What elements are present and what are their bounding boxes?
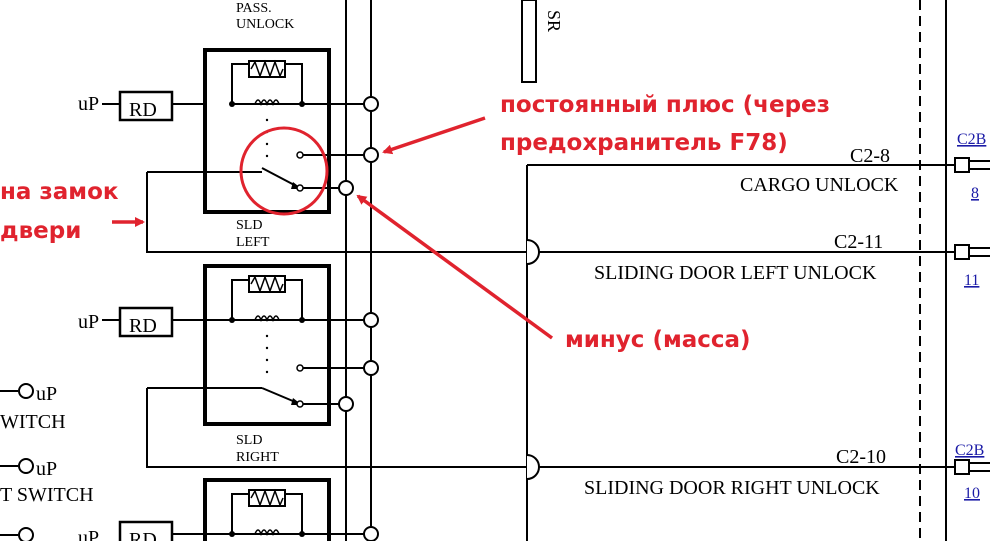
annotation-minus: минус (масса) <box>565 327 751 353</box>
relay-sld-left: PASS. UNLOCK SLD LEFT uP RD <box>78 1 527 253</box>
relay-left-up-label: uP <box>78 93 99 115</box>
circuit-sliding-left: C2-11 SLIDING DOOR LEFT UNLOCK <box>526 231 990 284</box>
bus-lines <box>345 0 947 541</box>
pin-11-link[interactable]: 11 <box>964 272 979 289</box>
circuit-right-name: SLIDING DOOR RIGHT UNLOCK <box>584 477 880 499</box>
sr-label: SR <box>544 10 564 32</box>
switch1-up-label: uP <box>36 383 57 405</box>
circuit-sliding-right: C2-10 SLIDING DOOR RIGHT UNLOCK <box>526 446 990 499</box>
relay-left-label-1: SLD <box>236 218 262 233</box>
circuit-cargo-code: C2-8 <box>850 145 890 167</box>
circuit-right-code: C2-10 <box>836 446 886 468</box>
pin-8-link[interactable]: 8 <box>971 185 979 202</box>
sr-connector: SR <box>521 0 564 83</box>
relay-right-up-label: uP <box>78 311 99 333</box>
relay-right-label-2: RIGHT <box>236 450 279 465</box>
arrow-minus <box>356 194 554 340</box>
circuit-left-name: SLIDING DOOR LEFT UNLOCK <box>594 262 877 284</box>
annotation-plus-line2: предохранитель F78) <box>500 130 788 156</box>
relay-bottom-rd-label: RD <box>129 529 157 541</box>
connector-c2b-link-1[interactable]: C2B <box>957 131 986 148</box>
relay-pass-label-1: PASS. <box>236 1 272 16</box>
switch2-up-label: uP <box>36 458 57 480</box>
circuit-cargo-unlock: C2-8 CARGO UNLOCK <box>527 145 990 196</box>
relay-left-rd-label: RD <box>129 99 157 121</box>
annotation-lock-line2: двери <box>0 218 81 244</box>
switch1-label: WITCH <box>0 411 66 433</box>
relay-left-label-2: LEFT <box>236 235 270 250</box>
pin-10-link[interactable]: 10 <box>964 485 980 502</box>
relay-right-rd-label: RD <box>129 315 157 337</box>
relay-right-label-1: SLD <box>236 433 262 448</box>
arrow-plus <box>382 116 486 155</box>
switch2-label: T SWITCH <box>0 484 94 506</box>
annotation-plus-line1: постоянный плюс (через <box>500 92 830 118</box>
connector-c2b-link-2[interactable]: C2B <box>955 442 984 459</box>
relay-sld-right: SLD RIGHT uP RD <box>78 264 527 468</box>
switch-inputs: uP WITCH uP T SWITCH <box>0 383 94 541</box>
highlight-circle <box>239 126 329 216</box>
relay-bottom-up-label: uP <box>78 527 99 541</box>
circuit-left-code: C2-11 <box>834 231 883 253</box>
bus-nodes <box>338 96 379 541</box>
relay-bottom: uP RD <box>78 478 370 541</box>
annotations: постоянный плюс (через предохранитель F7… <box>0 92 830 353</box>
relay-pass-label-2: UNLOCK <box>236 17 294 32</box>
circuit-cargo-name: CARGO UNLOCK <box>740 174 899 196</box>
annotation-lock-line1: на замок <box>0 179 119 205</box>
